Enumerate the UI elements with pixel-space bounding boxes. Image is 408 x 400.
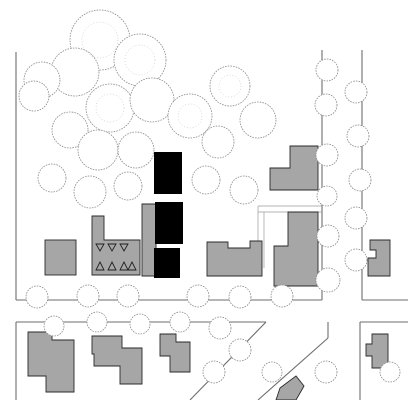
street-tree	[169, 311, 191, 333]
street-tree	[315, 58, 339, 82]
stair-mark	[95, 243, 105, 252]
canopy-tree	[129, 77, 175, 123]
stair-mark	[119, 260, 129, 271]
canopy-tree-detail	[81, 21, 119, 59]
street-tree	[344, 206, 368, 230]
canopy-tree	[239, 101, 277, 139]
diagonal-road-edge-1	[189, 321, 267, 400]
street-tree	[228, 285, 252, 309]
street-tree	[270, 284, 294, 308]
canopy-tree	[51, 111, 89, 149]
existing-building	[91, 335, 143, 385]
street-tree	[76, 284, 100, 308]
street-tree	[186, 284, 210, 308]
street-tree	[344, 248, 368, 272]
existing-building	[275, 375, 305, 400]
canopy-tree-detail	[124, 44, 156, 76]
street-tree	[344, 80, 368, 104]
street-tree	[315, 143, 339, 167]
stair-mark	[95, 260, 105, 271]
stair-mark	[107, 260, 117, 271]
canopy-tree	[50, 47, 100, 97]
existing-building	[273, 211, 319, 287]
existing-building-l-shape	[91, 215, 141, 276]
canopy-trees	[18, 9, 277, 209]
canopy-tree	[117, 131, 155, 169]
existing-building	[27, 331, 75, 393]
canopy-tree	[209, 65, 251, 107]
street-tree	[316, 224, 340, 248]
stair-mark	[127, 260, 137, 271]
canopy-tree	[229, 175, 259, 205]
canopy-tree-detail	[95, 93, 125, 123]
street-tree	[86, 311, 108, 333]
proposed-building-middle	[155, 202, 183, 244]
canopy-tree	[18, 80, 50, 112]
street-tree	[116, 284, 140, 308]
footpath-east-west	[258, 205, 322, 213]
existing-building	[206, 240, 263, 277]
canopy-tree	[113, 33, 167, 87]
street-tree	[43, 315, 65, 337]
street-tree	[208, 316, 232, 340]
existing-building	[141, 203, 157, 277]
existing-building	[44, 239, 77, 276]
street-tree	[379, 361, 401, 383]
canopy-tree	[201, 125, 235, 159]
street-tree	[315, 267, 341, 293]
diagonal-road-edge-2	[257, 337, 329, 400]
canopy-tree	[167, 93, 213, 139]
stair-marks	[95, 243, 137, 271]
street-tree	[129, 313, 151, 335]
existing-building	[159, 333, 191, 373]
stair-mark	[119, 243, 129, 252]
canopy-tree	[73, 175, 107, 209]
street-tree	[314, 93, 338, 117]
canopy-tree	[191, 165, 221, 195]
canopy-tree	[37, 163, 67, 193]
canopy-tree-detail	[177, 103, 203, 129]
street-trees	[25, 58, 401, 384]
canopy-tree	[85, 83, 135, 133]
existing-building	[269, 145, 319, 191]
existing-building	[365, 333, 389, 369]
street-tree	[314, 360, 338, 384]
canopy-tree	[77, 129, 119, 171]
street-tree	[261, 361, 283, 383]
proposed-building-north	[154, 152, 182, 194]
street-tree	[228, 338, 252, 362]
street-tree	[25, 285, 49, 309]
stair-mark	[107, 243, 117, 252]
proposed-building-south	[154, 248, 180, 278]
canopy-tree	[113, 171, 143, 201]
street-tree	[316, 185, 338, 207]
canopy-tree-detail	[218, 74, 242, 98]
existing-building	[367, 239, 391, 277]
street-tree	[348, 168, 372, 192]
street-tree	[346, 124, 370, 148]
street-tree	[202, 360, 226, 384]
proposed-buildings	[154, 152, 183, 278]
